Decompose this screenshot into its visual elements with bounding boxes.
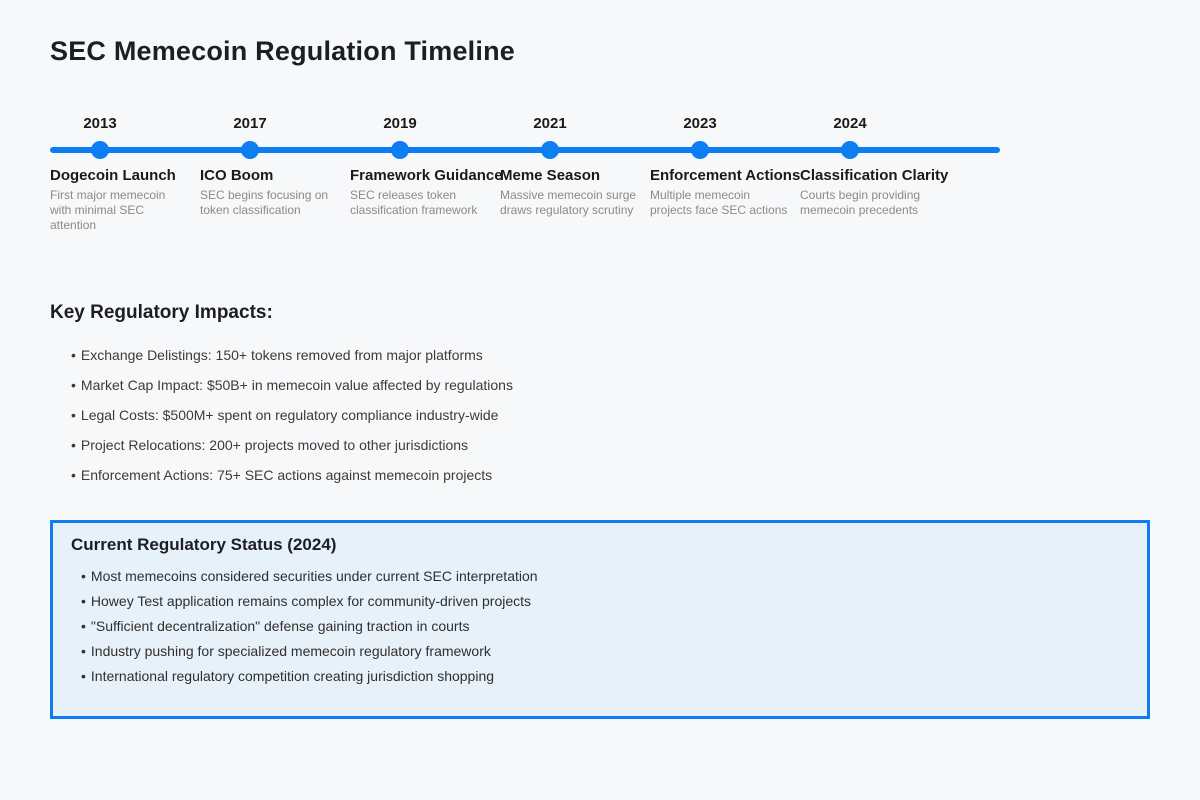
impacts-list: •Exchange Delistings: 150+ tokens remove…	[71, 340, 771, 490]
impact-list-item: •Legal Costs: $500M+ spent on regulatory…	[71, 400, 771, 430]
timeline-event-description: SEC releases token classification framew…	[350, 188, 478, 217]
timeline-year: 2019	[383, 115, 417, 132]
timeline-event-2017: 2017 ICO Boom SEC begins focusing on tok…	[200, 112, 350, 232]
timeline-axis-line	[50, 147, 1000, 153]
impact-list-item: •Exchange Delistings: 150+ tokens remove…	[71, 340, 771, 370]
status-panel: Current Regulatory Status (2024) •Most m…	[50, 520, 1150, 719]
timeline-event-2013: 2013 Dogecoin Launch First major memecoi…	[50, 112, 200, 232]
bullet-icon: •	[81, 668, 86, 684]
bullet-icon: •	[71, 377, 76, 393]
timeline-dot-icon	[391, 141, 409, 159]
timeline-year: 2024	[833, 115, 867, 132]
impact-item-text: Project Relocations: 200+ projects moved…	[80, 437, 469, 453]
impact-list-item: •Market Cap Impact: $50B+ in memecoin va…	[71, 370, 771, 400]
status-item-text: Most memecoins considered securities und…	[90, 568, 538, 584]
timeline-event-title: Meme Season	[500, 167, 601, 184]
impact-list-item: •Enforcement Actions: 75+ SEC actions ag…	[71, 460, 771, 490]
timeline-year: 2013	[83, 115, 117, 132]
impact-item-text: Legal Costs: $500M+ spent on regulatory …	[80, 407, 499, 423]
status-list-item: •Howey Test application remains complex …	[81, 589, 981, 614]
status-item-text: International regulatory competition cre…	[90, 668, 495, 684]
timeline-event-2024: 2024 Classification Clarity Courts begin…	[800, 112, 950, 232]
impact-item-text: Enforcement Actions: 75+ SEC actions aga…	[80, 467, 493, 483]
timeline-dot-icon	[541, 141, 559, 159]
timeline-year: 2021	[533, 115, 567, 132]
timeline-event-description: First major memecoin with minimal SEC at…	[50, 188, 166, 232]
timeline-event-description: Courts begin providing memecoin preceden…	[800, 188, 921, 217]
timeline-event-description: SEC begins focusing on token classificat…	[200, 188, 329, 217]
bullet-icon: •	[81, 568, 86, 584]
timeline-year: 2017	[233, 115, 267, 132]
bullet-icon: •	[71, 467, 76, 483]
timeline-dot-icon	[691, 141, 709, 159]
bullet-icon: •	[71, 437, 76, 453]
timeline-event-2021: 2021 Meme Season Massive memecoin surge …	[500, 112, 650, 232]
status-item-text: "Sufficient decentralization" defense ga…	[90, 618, 470, 634]
status-list-item: •International regulatory competition cr…	[81, 664, 981, 689]
timeline-dot-icon	[91, 141, 109, 159]
timeline-event-description: Massive memecoin surge draws regulatory …	[500, 188, 637, 217]
bullet-icon: •	[81, 643, 86, 659]
timeline-event-title: Framework Guidance	[350, 167, 503, 184]
page-title: SEC Memecoin Regulation Timeline	[50, 36, 515, 66]
timeline-dot-icon	[241, 141, 259, 159]
bullet-icon: •	[71, 347, 76, 363]
timeline-event-description: Multiple memecoin projects face SEC acti…	[650, 188, 788, 217]
timeline-dot-icon	[841, 141, 859, 159]
impact-item-text: Market Cap Impact: $50B+ in memecoin val…	[80, 377, 513, 393]
bullet-icon: •	[81, 593, 86, 609]
timeline-year: 2023	[683, 115, 717, 132]
status-list: •Most memecoins considered securities un…	[81, 564, 981, 689]
timeline-event-title: Enforcement Actions	[650, 167, 801, 184]
status-list-item: •Industry pushing for specialized memeco…	[81, 639, 981, 664]
status-list-item: •"Sufficient decentralization" defense g…	[81, 614, 981, 639]
status-heading: Current Regulatory Status (2024)	[71, 535, 337, 554]
impacts-heading: Key Regulatory Impacts:	[50, 302, 273, 323]
bullet-icon: •	[71, 407, 76, 423]
timeline-event-title: Dogecoin Launch	[50, 167, 176, 184]
status-item-text: Howey Test application remains complex f…	[90, 593, 532, 609]
status-list-item: •Most memecoins considered securities un…	[81, 564, 981, 589]
bullet-icon: •	[81, 618, 86, 634]
impact-list-item: •Project Relocations: 200+ projects move…	[71, 430, 771, 460]
impact-item-text: Exchange Delistings: 150+ tokens removed…	[80, 347, 483, 363]
timeline-event-2023: 2023 Enforcement Actions Multiple memeco…	[650, 112, 800, 232]
status-item-text: Industry pushing for specialized memecoi…	[90, 643, 491, 659]
timeline-event-title: ICO Boom	[200, 167, 274, 184]
timeline-event-title: Classification Clarity	[800, 167, 949, 184]
timeline-event-2019: 2019 Framework Guidance SEC releases tok…	[350, 112, 503, 232]
